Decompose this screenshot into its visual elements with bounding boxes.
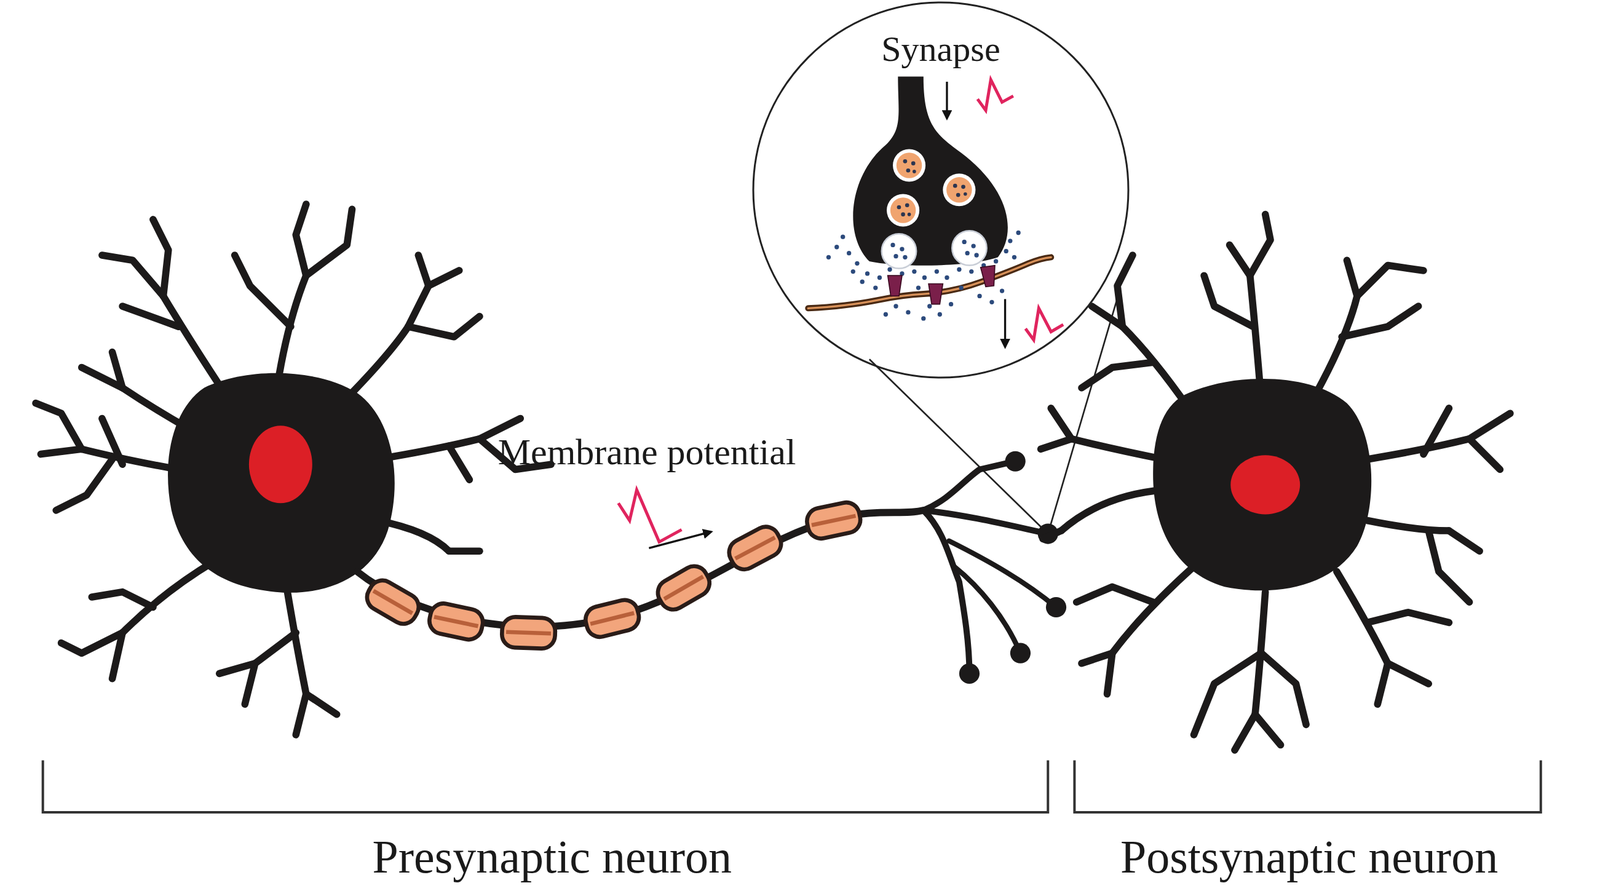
propagation-arrow — [648, 531, 711, 549]
callout-title: Synapse — [881, 29, 1000, 69]
action-potential-signal — [618, 490, 682, 543]
signal-label: Membrane potential — [498, 431, 797, 473]
neuron-label: Postsynaptic neuron — [1120, 831, 1498, 884]
axon-terminals — [959, 451, 1067, 684]
signal-arrow — [1004, 298, 1006, 347]
presynaptic-dendrites — [35, 204, 551, 735]
presynaptic-soma — [167, 373, 395, 593]
myelin-sheaths — [362, 499, 863, 649]
callout-border — [753, 2, 1129, 378]
incoming-signal — [977, 79, 1014, 111]
postsynaptic-nucleus — [1230, 455, 1300, 515]
outgoing-signal — [1025, 308, 1064, 340]
axon — [357, 461, 1057, 674]
presynaptic-nucleus — [249, 425, 313, 503]
postsynaptic-soma — [1152, 378, 1372, 591]
neuron-brackets — [43, 760, 1541, 813]
leader-lines — [869, 287, 1121, 534]
synaptic-vesicles — [886, 148, 976, 227]
neuron-label: Presynaptic neuron — [372, 831, 732, 884]
synapse-closeup — [807, 76, 1064, 348]
fused-vesicles — [881, 230, 987, 269]
presynaptic-bouton — [852, 76, 1008, 266]
neurotransmitters — [826, 230, 1021, 321]
postsynaptic-dendrites — [1041, 214, 1511, 751]
signal-arrow — [945, 81, 948, 119]
receptors — [887, 265, 995, 305]
callout-circle: Synapse — [752, 1, 1130, 379]
